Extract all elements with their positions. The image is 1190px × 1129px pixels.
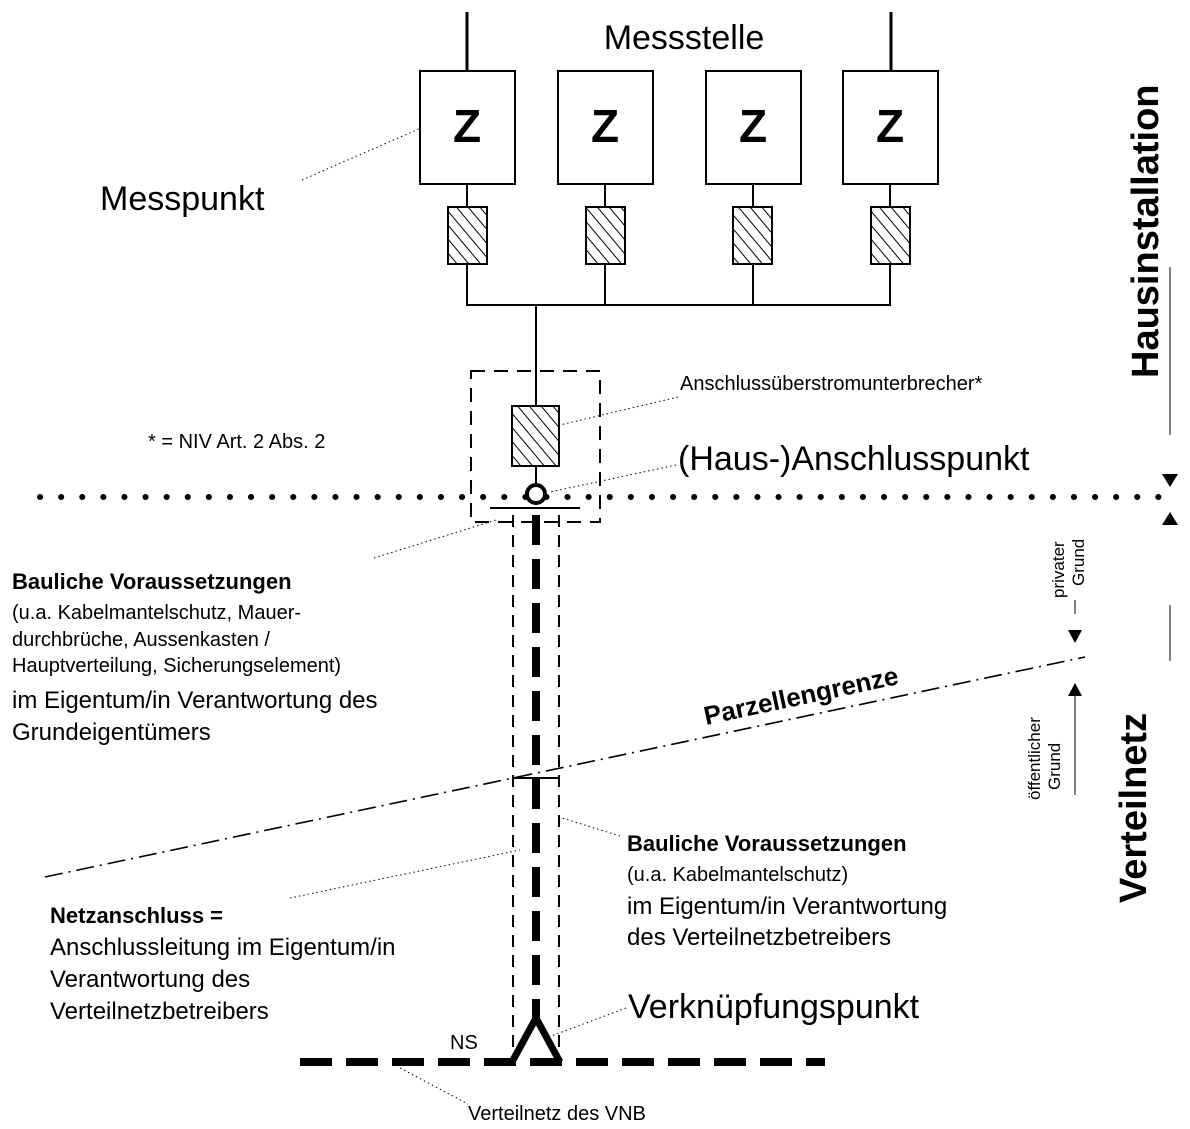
bauliche-left-line-1: (u.a. Kabelmantelschutz, Mauer- xyxy=(12,602,301,624)
bauliche-right-leader xyxy=(561,817,621,837)
bauliche-right-title: Bauliche Voraussetzungen xyxy=(627,831,907,856)
messpunkt-leader xyxy=(301,127,422,181)
hausinstallation-label: Hausinstallation xyxy=(1125,85,1167,379)
bauliche-left-line-2: durchbrüche, Aussenkasten / xyxy=(12,629,270,651)
verknuepfungspunkt-leader xyxy=(545,1007,627,1039)
meter-symbol: Z xyxy=(591,100,619,152)
oeffentlicher-grund-line-1: öffentlicher xyxy=(1025,717,1044,800)
netzanschluss-title: Netzanschluss = xyxy=(50,903,223,928)
meter-symbol: Z xyxy=(739,100,767,152)
niv-note: * = NIV Art. 2 Abs. 2 xyxy=(148,431,325,453)
messpunkt-label: Messpunkt xyxy=(100,180,265,218)
verknuepfungspunkt-symbol xyxy=(508,1008,564,1064)
hausanschlusspunkt-leader xyxy=(549,464,677,493)
verteilnetz-vnb-leader xyxy=(399,1067,469,1105)
netzanschluss-line-1: Anschlussleitung im Eigentum/in xyxy=(50,934,396,961)
fuse-2 xyxy=(585,206,626,265)
fuse-4 xyxy=(870,206,911,265)
fuse-3 xyxy=(732,206,773,265)
ns-label: NS xyxy=(450,1032,478,1054)
arrow-up-icon xyxy=(1068,683,1082,696)
meter-2: Z xyxy=(557,70,654,185)
parzellengrenze-label: Parzellengrenze xyxy=(701,660,901,731)
verteilnetz-vnb-label: Verteilnetz des VNB xyxy=(468,1103,646,1125)
bauliche-left-title: Bauliche Voraussetzungen xyxy=(12,569,292,594)
privater-grund-line-1: privater xyxy=(1049,541,1068,598)
anschlussueberstrom-label: Anschlussüberstromunterbrecher* xyxy=(680,373,983,395)
meter-symbol: Z xyxy=(453,100,481,152)
netzanschluss-line-3: Verteilnetzbetreibers xyxy=(50,998,269,1025)
netzanschluss-line-2: Verantwortung des xyxy=(50,966,250,993)
verteilnetz-label: Verteilnetz xyxy=(1113,713,1155,903)
arrow-up-icon xyxy=(1162,512,1178,525)
bauliche-left-leader xyxy=(373,519,497,559)
arrow-down-icon xyxy=(1068,630,1082,643)
meter-4: Z xyxy=(842,70,939,185)
meter-symbol: Z xyxy=(876,100,904,152)
bauliche-left-owner-1: im Eigentum/in Verantwortung des xyxy=(12,687,378,714)
meter-3: Z xyxy=(705,70,802,185)
oeffentlicher-grund-line-2: Grund xyxy=(1045,743,1064,790)
verknuepfungspunkt-label: Verknüpfungspunkt xyxy=(628,988,920,1026)
arrow-down-icon xyxy=(1162,474,1178,487)
parcel-boundary-line xyxy=(44,656,1086,878)
netzanschluss-leader xyxy=(289,849,521,899)
bauliche-left-owner-2: Grundeigentümers xyxy=(12,719,211,746)
fuse-1 xyxy=(447,206,488,265)
bauliche-right-owner-1: im Eigentum/in Verantwortung xyxy=(627,893,947,920)
meter-1: Z xyxy=(419,70,516,185)
bauliche-left-line-3: Hauptverteilung, Sicherungselement) xyxy=(12,655,341,677)
anschlussueberstrom-leader xyxy=(559,396,679,426)
privater-grund-line-2: Grund xyxy=(1069,539,1088,586)
bauliche-right-owner-2: des Verteilnetzbetreibers xyxy=(627,924,891,951)
connection-point xyxy=(525,483,547,505)
bauliche-right-line-1: (u.a. Kabelmantelschutz) xyxy=(627,864,848,886)
main-fuse xyxy=(511,405,560,467)
messstelle-label: Messstelle xyxy=(604,19,765,57)
hausanschlusspunkt-label: (Haus-)Anschlusspunkt xyxy=(678,440,1030,478)
connection-box xyxy=(470,370,601,523)
